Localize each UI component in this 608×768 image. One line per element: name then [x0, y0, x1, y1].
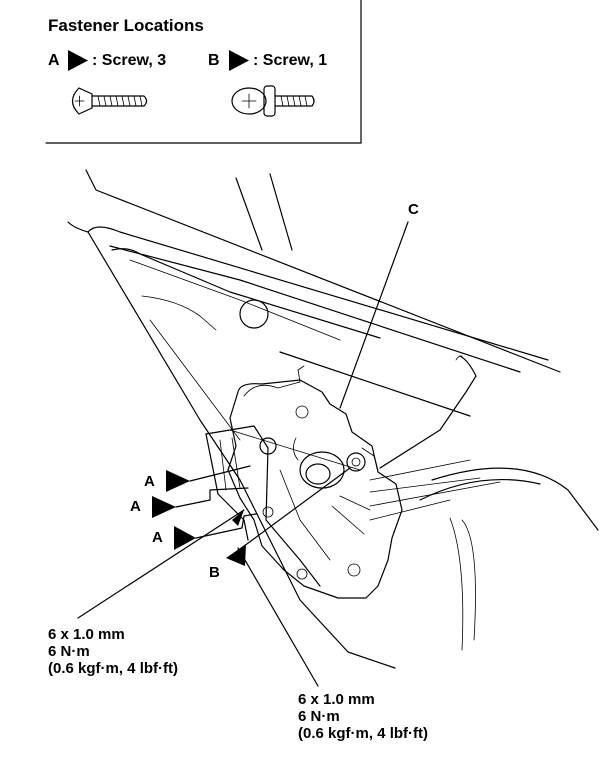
- legend-a-letter: A: [48, 52, 60, 69]
- spec-right-size: 6 x 1.0 mm: [298, 691, 375, 708]
- callout-a3-label: A: [152, 529, 163, 546]
- legend-b-arrow-icon: [229, 50, 249, 71]
- service-hole: [239, 299, 269, 329]
- callout-a1-arrow-icon: [166, 470, 190, 492]
- legend-border: [45, 0, 362, 144]
- spec-right-arrow-icon: [236, 548, 244, 562]
- callout-a1-label: A: [144, 473, 155, 490]
- callout-b-leader: [235, 467, 351, 553]
- spec-right-leader: [237, 547, 319, 687]
- callouts: C A A A B: [77, 201, 419, 687]
- legend-b-letter: B: [208, 52, 220, 69]
- legend-title: Fastener Locations: [48, 16, 204, 35]
- callout-a3-leader: [195, 513, 257, 539]
- callout-a2-arrow-icon: [152, 496, 176, 518]
- torque-spec-left: 6 x 1.0 mm 6 N·m (0.6 kgf·m, 4 lbf·ft): [48, 626, 178, 677]
- legend-a-arrow-icon: [68, 50, 88, 71]
- callout-b-arrow-icon: [226, 544, 246, 566]
- callout-a2-label: A: [130, 498, 141, 515]
- legend-a-text: : Screw, 3: [92, 52, 166, 69]
- callout-c-leader: [339, 221, 409, 409]
- callout-c-label: C: [408, 201, 419, 218]
- screw-b-icon: [231, 85, 315, 117]
- spec-left-torque-alt: (0.6 kgf·m, 4 lbf·ft): [48, 660, 178, 677]
- door-lock-assembly: [205, 365, 403, 599]
- door-panel: [67, 169, 599, 669]
- spec-right-torque: 6 N·m: [298, 708, 340, 725]
- spec-left-size: 6 x 1.0 mm: [48, 626, 125, 643]
- legend-b-text: : Screw, 1: [253, 52, 327, 69]
- callout-a1-leader: [189, 465, 251, 482]
- spec-left-leader: [77, 509, 245, 619]
- callout-a3-arrow-icon: [174, 526, 196, 550]
- spec-left-torque: 6 N·m: [48, 643, 90, 660]
- torque-spec-right: 6 x 1.0 mm 6 N·m (0.6 kgf·m, 4 lbf·ft): [298, 691, 428, 742]
- spec-left-arrow-icon: [232, 510, 244, 526]
- fastener-legend: Fastener Locations A : Screw, 3 B : Scre…: [45, 0, 362, 144]
- spec-right-torque-alt: (0.6 kgf·m, 4 lbf·ft): [298, 725, 428, 742]
- callout-b-label: B: [209, 564, 220, 581]
- callout-a2-leader: [175, 487, 249, 508]
- screw-a-icon: [71, 87, 148, 115]
